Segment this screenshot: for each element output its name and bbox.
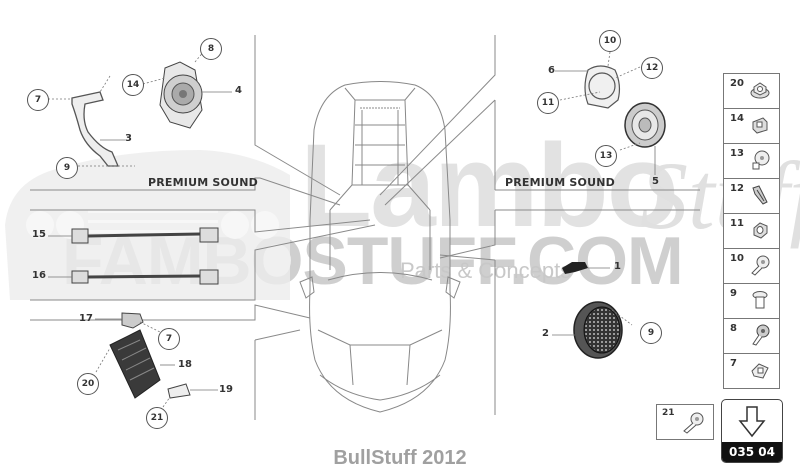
part-number: 13 bbox=[730, 148, 744, 159]
part-number: 21 bbox=[662, 408, 675, 418]
bracket-17-drawing bbox=[121, 312, 144, 329]
hardware-part-20[interactable]: 20 bbox=[723, 73, 780, 109]
bracket-19-drawing bbox=[167, 383, 191, 399]
hardware-part-7[interactable]: 7 bbox=[723, 353, 780, 389]
screw-icon bbox=[751, 255, 770, 276]
section-label-premium-sound-left: PREMIUM SOUND bbox=[148, 176, 258, 189]
speaker-5-drawing bbox=[624, 102, 666, 148]
square-nut-icon bbox=[751, 363, 769, 379]
part-number: 14 bbox=[730, 113, 744, 124]
hardware-part-13[interactable]: 13 bbox=[723, 143, 780, 179]
speaker-2-drawing bbox=[573, 301, 623, 359]
bolt-icon bbox=[752, 291, 768, 309]
hardware-part-8[interactable]: 8 bbox=[723, 318, 780, 354]
label-16[interactable]: 16 bbox=[32, 270, 46, 281]
label-2[interactable]: 2 bbox=[542, 328, 549, 339]
cable-15-drawing bbox=[71, 227, 219, 244]
callout-9[interactable]: 9 bbox=[56, 157, 78, 179]
hardware-part-11[interactable]: 11 bbox=[723, 213, 780, 249]
screw-icon bbox=[683, 412, 704, 434]
arrow-down-icon bbox=[738, 406, 766, 438]
amplifier-18-drawing bbox=[109, 329, 161, 399]
car-outline bbox=[299, 81, 461, 413]
footer-copyright: BullStuff 2012 bbox=[333, 447, 467, 469]
callout-14[interactable]: 14 bbox=[122, 74, 144, 96]
clip-1-drawing bbox=[562, 262, 588, 274]
page-navigation-button[interactable]: 035 04 bbox=[721, 399, 783, 463]
section-label-premium-sound-right: PREMIUM SOUND bbox=[505, 176, 615, 189]
hardware-part-12[interactable]: 12 bbox=[723, 178, 780, 214]
callout-13[interactable]: 13 bbox=[595, 145, 617, 167]
callout-7-bottom[interactable]: 7 bbox=[158, 328, 180, 350]
callout-8[interactable]: 8 bbox=[200, 38, 222, 60]
screw-icon bbox=[752, 150, 770, 170]
callout-9-right[interactable]: 9 bbox=[640, 322, 662, 344]
callout-12[interactable]: 12 bbox=[641, 57, 663, 79]
callout-11[interactable]: 11 bbox=[537, 92, 559, 114]
label-4[interactable]: 4 bbox=[235, 85, 242, 96]
callout-7[interactable]: 7 bbox=[27, 89, 49, 111]
part-number: 12 bbox=[730, 183, 744, 194]
part-number: 11 bbox=[730, 218, 744, 229]
part-number: 8 bbox=[730, 323, 737, 334]
part-number: 9 bbox=[730, 288, 737, 299]
part-number: 20 bbox=[730, 78, 744, 89]
screw-icon bbox=[752, 324, 770, 346]
hardware-part-14[interactable]: 14 bbox=[723, 108, 780, 144]
label-18[interactable]: 18 bbox=[178, 359, 192, 370]
hardware-part-10[interactable]: 10 bbox=[723, 248, 780, 284]
label-5[interactable]: 5 bbox=[652, 176, 659, 187]
page-code: 035 04 bbox=[722, 442, 782, 462]
label-3[interactable]: 3 bbox=[125, 133, 132, 144]
cable-16-drawing bbox=[71, 269, 219, 285]
part-number: 7 bbox=[730, 358, 737, 369]
label-1[interactable]: 1 bbox=[614, 261, 621, 272]
speaker-4-drawing bbox=[159, 61, 203, 129]
part-number: 10 bbox=[730, 253, 744, 264]
hardware-part-21[interactable]: 21 bbox=[656, 404, 714, 440]
callout-20[interactable]: 20 bbox=[77, 373, 99, 395]
callout-10[interactable]: 10 bbox=[599, 30, 621, 52]
label-17[interactable]: 17 bbox=[79, 313, 93, 324]
label-6[interactable]: 6 bbox=[548, 65, 555, 76]
label-19[interactable]: 19 bbox=[219, 384, 233, 395]
flange-nut-icon bbox=[750, 82, 770, 99]
bracket-3-drawing bbox=[71, 91, 119, 167]
clip-nut-icon bbox=[752, 117, 768, 134]
nut-icon bbox=[753, 222, 768, 239]
watermark-big: Lambo bbox=[300, 120, 679, 252]
speaker-ring-6-drawing bbox=[584, 65, 621, 109]
callout-21[interactable]: 21 bbox=[146, 407, 168, 429]
spring-clip-icon bbox=[752, 185, 768, 205]
hardware-part-9[interactable]: 9 bbox=[723, 283, 780, 319]
label-15[interactable]: 15 bbox=[32, 229, 46, 240]
